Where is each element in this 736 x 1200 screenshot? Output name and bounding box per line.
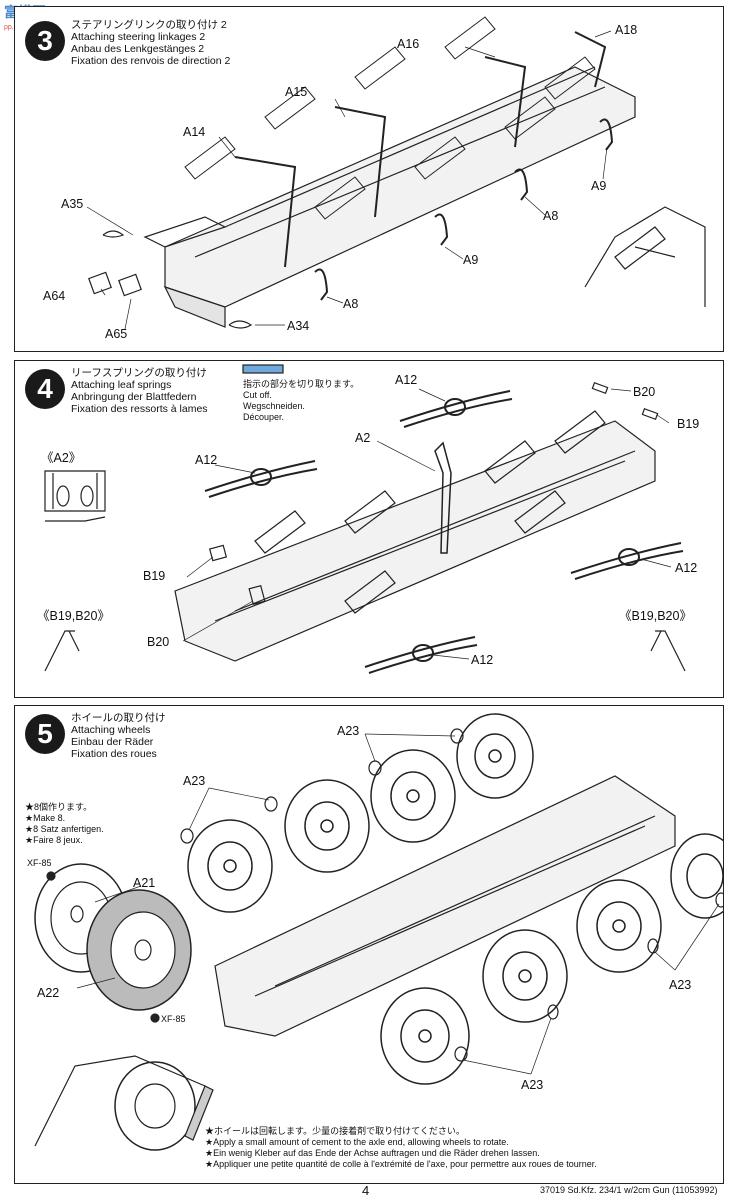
part-label-a21: A21: [133, 876, 156, 890]
step-4-title-en: Attaching leaf springs: [71, 379, 172, 391]
rotation-note: ★ホイールは回転します。少量の接着剤で取り付けてください。 ★Apply a s…: [205, 1126, 597, 1170]
part-label-a64: A64: [43, 289, 66, 303]
make-fr: ★Faire 8 jeux.: [25, 835, 83, 845]
step-3-title-de: Anbau des Lenkgestänges 2: [71, 43, 205, 55]
page-number: 4: [362, 1183, 370, 1198]
part-label-a35: A35: [61, 197, 84, 211]
cut-jp: 指示の部分を切り取ります。: [243, 379, 360, 389]
cut-instruction: 指示の部分を切り取ります。 Cut off. Wegschneiden. Déc…: [243, 379, 359, 423]
part-label-a65: A65: [105, 327, 128, 341]
step-4-number: 4: [25, 369, 65, 409]
detail-label-b19-b20-left: 《B19,B20》: [37, 609, 110, 623]
step-3-titles: ステアリングリンクの取り付け 2 Attaching steering link…: [71, 19, 230, 67]
step-4-titles: リーフスプリングの取り付け Attaching leaf springs Anb…: [71, 367, 208, 415]
make-count-note: ★8個作ります。 ★Make 8. ★8 Satz anfertigen. ★F…: [25, 802, 104, 846]
part-label-b20-right: B20: [633, 385, 656, 399]
part-label-b19-right: B19: [677, 417, 700, 431]
paint-label-xf85-top: XF-85: [27, 858, 52, 868]
step-3-illustration: [86, 16, 706, 330]
step-3-number: 3: [25, 21, 65, 61]
part-label-a9-right: A9: [591, 179, 607, 193]
make-jp: ★8個作ります。: [25, 802, 93, 812]
part-label-a12-top: A12: [395, 373, 418, 387]
part-label-a18: A18: [615, 23, 638, 37]
step-5-title-jp: ホイールの取り付け: [71, 712, 166, 724]
paint-label-xf85-bottom: XF-85: [161, 1014, 186, 1024]
step-4-panel: 4 リーフスプリングの取り付け Attaching leaf springs A…: [14, 360, 724, 698]
part-label-a14: A14: [183, 125, 206, 139]
part-label-a12-left: A12: [195, 453, 218, 467]
step-5-illustration: [34, 713, 723, 1151]
cut-fr: Découper.: [243, 412, 285, 422]
part-label-a12-right: A12: [675, 561, 698, 575]
rotation-note-en: ★Apply a small amount of cement to the a…: [205, 1137, 509, 1147]
step-3-title-jp: ステアリングリンクの取り付け 2: [71, 19, 227, 31]
part-label-a2: A2: [355, 431, 371, 445]
make-de: ★8 Satz anfertigen.: [25, 824, 104, 834]
make-en: ★Make 8.: [25, 813, 66, 823]
detail-label-b19-b20-right: 《B19,B20》: [619, 609, 692, 623]
cut-en: Cut off.: [243, 390, 272, 400]
step-5-title-de: Einbau der Räder: [71, 736, 154, 748]
rotation-note-jp: ★ホイールは回転します。少量の接着剤で取り付けてください。: [205, 1126, 465, 1136]
part-label-a22: A22: [37, 986, 60, 1000]
detail-label-a2: 《A2》: [41, 451, 82, 465]
rotation-note-de: ★Ein wenig Kleber auf das Ende der Achse…: [205, 1148, 540, 1158]
part-label-a34: A34: [287, 319, 310, 333]
step-4-title-jp: リーフスプリングの取り付け: [71, 367, 207, 379]
step-5-panel: 5 ホイールの取り付け Attaching wheels Einbau der …: [14, 705, 724, 1184]
rotation-note-fr: ★Appliquer une petite quantité de colle …: [205, 1159, 597, 1169]
step-4-illustration: [44, 364, 686, 674]
step-5-title-fr: Fixation des roues: [71, 748, 157, 760]
cut-de: Wegschneiden.: [243, 401, 305, 411]
step-4-title-fr: Fixation des ressorts à lames: [71, 403, 208, 415]
part-label-a8-right: A8: [543, 209, 559, 223]
part-label-a15: A15: [285, 85, 308, 99]
part-label-a23-left: A23: [183, 774, 206, 788]
part-label-a23-top: A23: [337, 724, 360, 738]
step-3-title-en: Attaching steering linkages 2: [71, 31, 206, 43]
step-3-title-fr: Fixation des renvois de direction 2: [71, 55, 231, 67]
step-5-number: 5: [25, 714, 65, 754]
step-5-title-en: Attaching wheels: [71, 724, 151, 736]
part-label-a23-bottom: A23: [521, 1078, 544, 1092]
part-label-a9-center: A9: [463, 253, 479, 267]
part-label-a8-bottom: A8: [343, 297, 359, 311]
step-5-titles: ホイールの取り付け Attaching wheels Einbau der Rä…: [71, 712, 166, 760]
part-label-a12-bottom: A12: [471, 653, 494, 667]
step-4-title-de: Anbringung der Blattfedern: [71, 391, 197, 403]
step-3-panel: 3 ステアリングリンクの取り付け 2 Attaching steering li…: [14, 6, 724, 352]
part-label-a16: A16: [397, 37, 420, 51]
part-label-b19-left: B19: [143, 569, 166, 583]
kit-code: 37019 Sd.Kfz. 234/1 w/2cm Gun (11053992): [540, 1185, 718, 1195]
part-label-b20-left: B20: [147, 635, 170, 649]
part-label-a23-right: A23: [669, 978, 692, 992]
